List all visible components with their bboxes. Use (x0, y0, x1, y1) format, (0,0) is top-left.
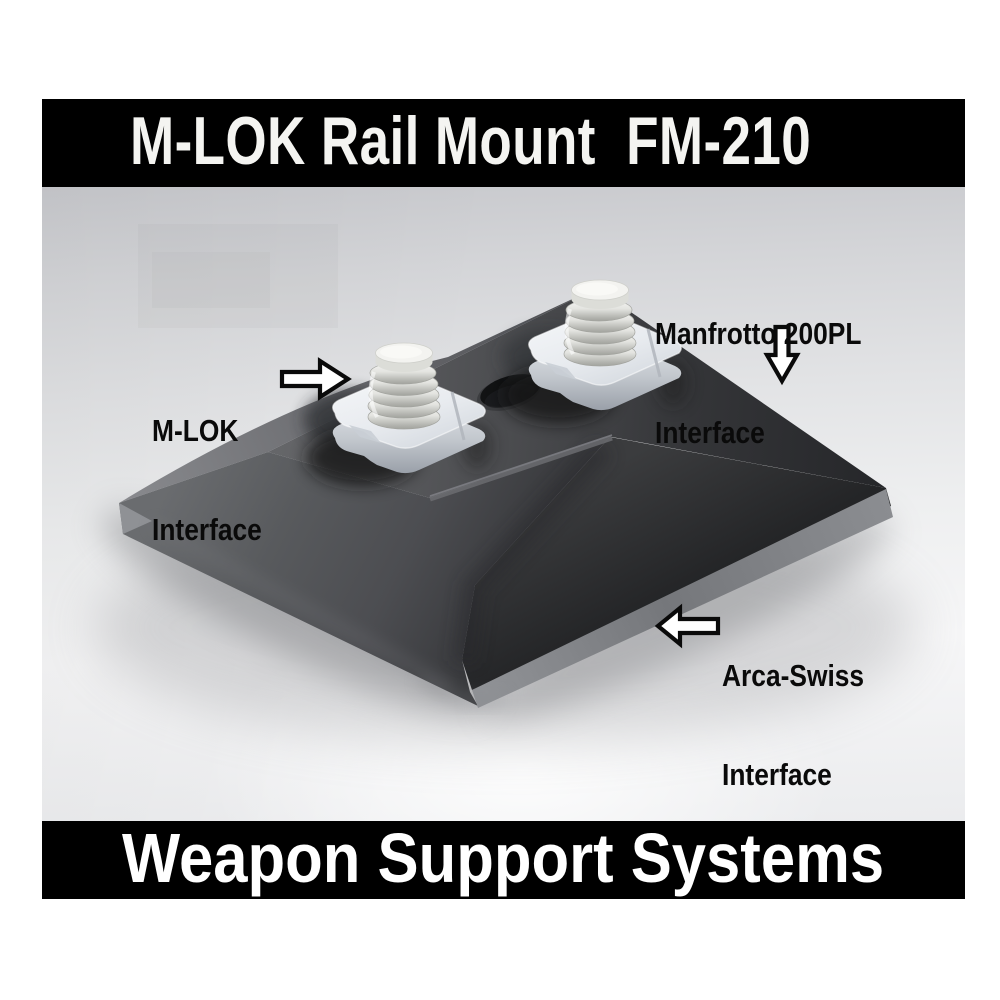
callout-arrows (279, 324, 801, 649)
callout-mlok-line1: M-LOK (152, 413, 239, 448)
top-banner: M-LOK Rail Mount FM-210 (42, 99, 965, 187)
callout-arca-line2: Interface (722, 757, 832, 792)
plate-left-rim-facet (119, 503, 152, 534)
backdrop-smudge (138, 224, 338, 328)
right-arrow-icon (279, 357, 352, 401)
callout-manfrotto-line1: Manfrotto 200PL (655, 316, 862, 351)
bottom-banner: Weapon Support Systems (42, 819, 965, 899)
callout-arca-swiss: Arca-Swiss Interface (722, 593, 864, 857)
plate-left-face (119, 437, 610, 706)
callout-manfrotto-200pl: Manfrotto 200PL Interface (655, 251, 861, 515)
plate-bottom-rim (472, 489, 893, 708)
left-arrow-icon (654, 603, 721, 649)
callout-manfrotto-line2: Interface (655, 415, 765, 450)
callout-mlok-line2: Interface (152, 512, 262, 547)
top-banner-title: M-LOK Rail Mount FM-210 (130, 103, 812, 179)
bottom-banner-title: Weapon Support Systems (122, 819, 885, 897)
callout-mlok: M-LOK Interface (152, 348, 262, 612)
down-arrow-icon (763, 324, 801, 386)
callout-arca-line1: Arca-Swiss (722, 658, 865, 693)
